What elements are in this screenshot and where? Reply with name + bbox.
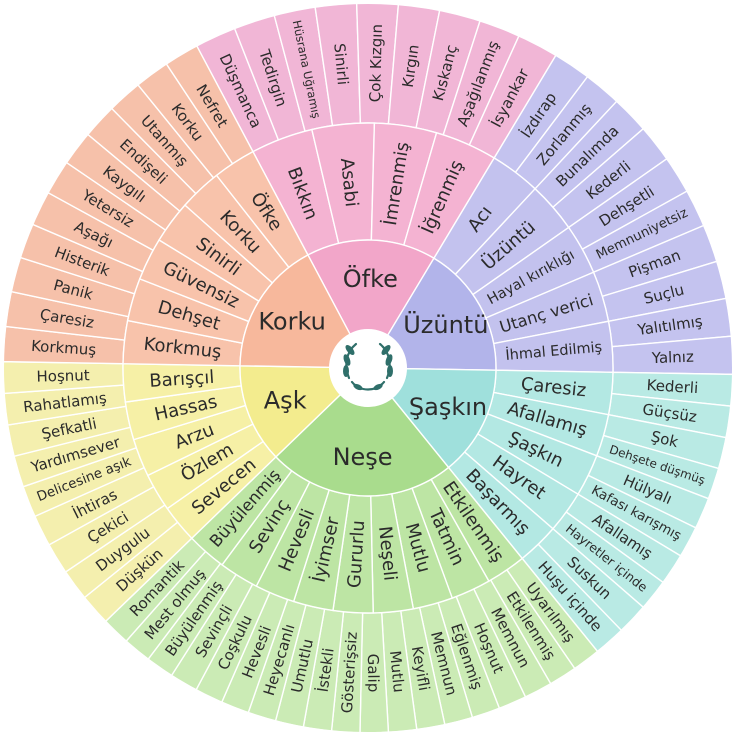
outer-label: Kederli <box>646 376 699 397</box>
core-label: Öfke <box>343 264 398 293</box>
outer-label: Galip <box>364 653 383 692</box>
outer-label: Çok Kızgın <box>366 24 386 103</box>
core-label: Üzüntü <box>403 310 488 339</box>
outer-label: Hoşnut <box>36 366 90 385</box>
middle-label: Gururlu <box>344 520 369 589</box>
outer-label: Korkmuş <box>31 337 97 359</box>
laurel-leaves <box>343 345 393 391</box>
outer-label: Kırgın <box>399 43 423 88</box>
outer-label: Şok <box>649 427 680 451</box>
outer-label: Mutlu <box>386 650 408 694</box>
middle-label: Barışçıl <box>149 367 215 392</box>
middle-label: Asabi <box>336 157 362 208</box>
core-label: Aşk <box>264 387 307 415</box>
outer-label: Gösterişsiz <box>338 631 361 714</box>
outer-label: Yalnız <box>651 348 695 367</box>
outer-label: Sinirli <box>330 43 352 86</box>
core-label: Korku <box>258 307 325 335</box>
center-hub <box>329 329 407 407</box>
core-label: Neşe <box>333 443 393 471</box>
core-label: Şaşkın <box>409 393 487 421</box>
